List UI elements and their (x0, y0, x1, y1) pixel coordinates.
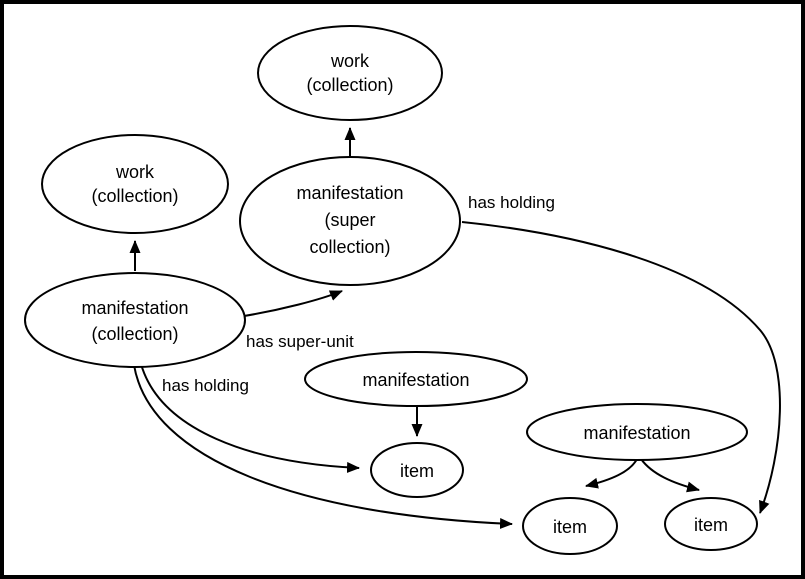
edge-label-group: has super-unit has holding has holding (162, 193, 555, 395)
manifestation-collection-ellipse (24, 272, 246, 368)
edge-has-holding-to-item-bottom-left (133, 364, 513, 529)
edge-label-has-super-unit: has super-unit (246, 332, 354, 351)
node-label: item (400, 461, 434, 481)
manifestation-middle-ellipse (304, 351, 528, 407)
edge-manifestation-right-to-item-right (640, 458, 700, 493)
node-manifestation-super-collection: manifestation (super collection) (239, 156, 461, 286)
node-label: (collection) (91, 324, 178, 344)
node-item-middle: item (370, 442, 464, 498)
node-manifestation-right: manifestation (526, 403, 748, 461)
node-label: item (553, 517, 587, 537)
node-label: manifestation (81, 298, 188, 318)
item-bottom-right-ellipse (664, 497, 758, 551)
node-label: (super (324, 210, 375, 230)
manifestation-right-ellipse (526, 403, 748, 461)
node-label: collection) (309, 237, 390, 257)
edge-group (129, 127, 781, 529)
item-bottom-left-ellipse (522, 497, 618, 555)
manifestation-super-collection-ellipse (239, 156, 461, 286)
node-label: (collection) (91, 186, 178, 206)
node-label: work (115, 162, 155, 182)
node-label: (collection) (306, 75, 393, 95)
node-label: manifestation (583, 423, 690, 443)
edge-has-holding-super-to-item-right (461, 221, 781, 514)
work-collection-left-ellipse (41, 134, 229, 234)
edge-has-holding-to-item-middle (140, 363, 360, 473)
node-manifestation-middle: manifestation (304, 351, 528, 407)
node-label: manifestation (362, 370, 469, 390)
item-middle-ellipse (370, 442, 464, 498)
node-manifestation-collection: manifestation (collection) (24, 272, 246, 368)
node-work-collection-top: work (collection) (257, 25, 443, 121)
node-work-collection-left: work (collection) (41, 134, 229, 234)
node-item-bottom-right: item (664, 497, 758, 551)
edge-label-has-holding-collection: has holding (162, 376, 249, 395)
node-item-bottom-left: item (522, 497, 618, 555)
node-label: manifestation (296, 183, 403, 203)
edge-has-super-unit (243, 290, 343, 317)
node-label: item (694, 515, 728, 535)
edge-label-has-holding-super: has holding (468, 193, 555, 212)
edge-manifestation-right-to-item-left (585, 458, 638, 489)
work-collection-top-ellipse (257, 25, 443, 121)
node-label: work (330, 51, 370, 71)
